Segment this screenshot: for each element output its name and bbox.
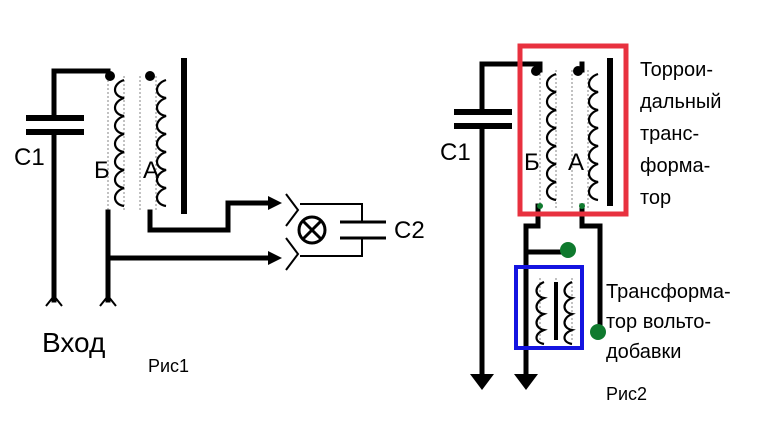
label-coil-a-fig1: А [143, 157, 159, 184]
booster-transformer-box [514, 265, 584, 350]
coil-frame-fig1 [107, 76, 157, 212]
booster-label-line-3: добавки [606, 341, 681, 363]
capacitor-c1-fig1 [26, 68, 111, 307]
junction-dot-2 [590, 324, 606, 340]
booster-transformer [535, 278, 576, 346]
capacitor-c2-fig1 [300, 203, 386, 257]
coil-a-fig1 [145, 71, 167, 208]
label-c1-fig1: C1 [14, 144, 45, 171]
junction-dot-small-1 [537, 203, 543, 209]
toroidal-label-line-4: форма- [640, 155, 710, 177]
toroidal-label-line-5: тор [640, 187, 671, 209]
booster-label-line-1: Трансформа- [606, 281, 731, 303]
toroidal-label-line-2: дальный [640, 91, 721, 113]
booster-label-line-2: тор вольто- [606, 311, 711, 333]
polarity-dot-a [145, 71, 155, 81]
toroidal-transformer-box [517, 43, 629, 217]
junction-dot-1 [560, 242, 576, 258]
label-coil-a-fig2: А [568, 149, 584, 176]
figure-1-caption: Рис1 [148, 356, 189, 376]
coil-b-fig2 [531, 66, 557, 202]
junction-dot-small-2 [579, 203, 585, 209]
label-coil-b-fig1: Б [94, 157, 110, 184]
polarity-dot-b [105, 71, 115, 81]
label-coil-b-fig2: Б [524, 149, 540, 176]
coil-a-fig2 [573, 66, 599, 202]
label-c2-fig1: C2 [394, 217, 425, 244]
label-c1-fig2: C1 [440, 139, 471, 166]
coil-b-fig1 [105, 71, 125, 208]
lamp-symbol [285, 193, 327, 271]
label-input-fig1: Вход [42, 327, 105, 358]
figure-1: C1 Б А C2 Вход Рис1 [14, 58, 425, 376]
capacitor-c1-fig2 [454, 61, 543, 390]
figure-2: C1 Б А Рис2 Торрои- дальный транс- форма… [440, 43, 731, 404]
toroidal-label-line-1: Торрои- [640, 59, 713, 81]
figure-2-caption: Рис2 [606, 384, 647, 404]
toroidal-label-line-3: транс- [640, 123, 699, 145]
